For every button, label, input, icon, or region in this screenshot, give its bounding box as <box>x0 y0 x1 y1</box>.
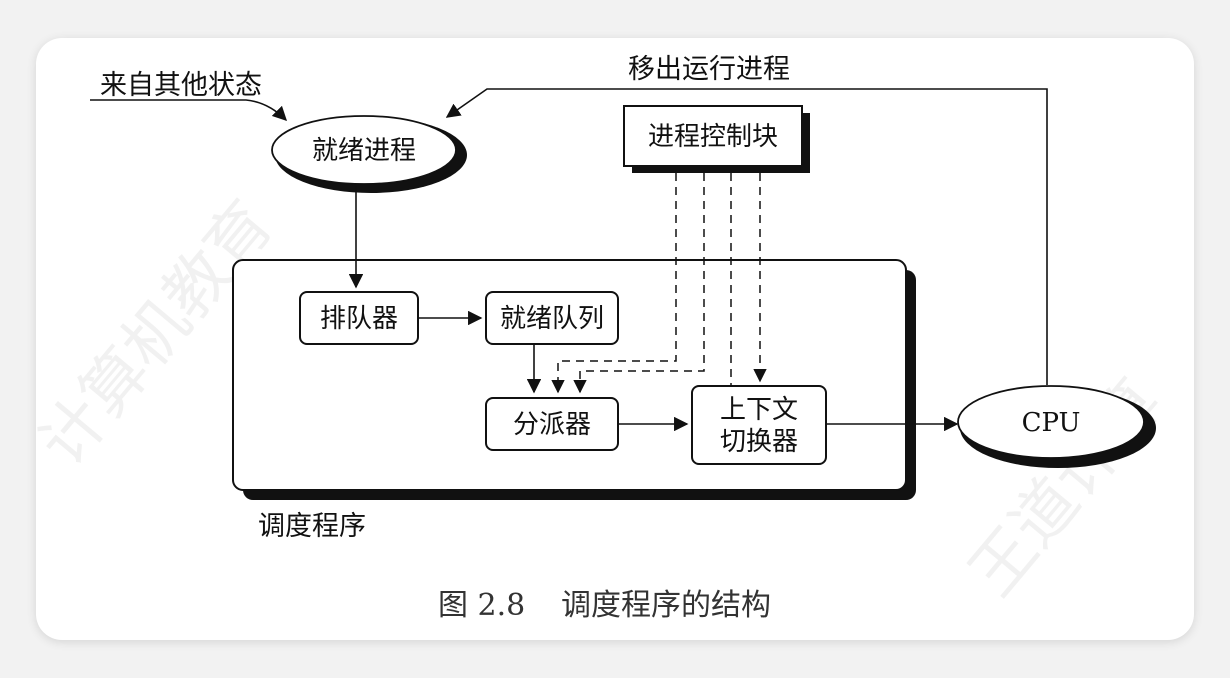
ready-queue-node: 就绪队列 <box>485 291 619 345</box>
move-out-running-label: 移出运行进程 <box>628 54 790 85</box>
queuer-node: 排队器 <box>299 291 419 345</box>
cpu-text: CPU <box>1022 408 1081 438</box>
pcb-to-dispatcher-link-b <box>573 173 705 394</box>
figure-number: 图 2.8 <box>438 588 525 623</box>
figure-title: 调度程序的结构 <box>561 588 771 623</box>
from-other-states-label: 来自其他状态 <box>100 70 262 101</box>
from-other-states-arrow <box>90 99 288 122</box>
cpu-node: CPU <box>957 385 1156 468</box>
move-out-running-arrow <box>445 88 1048 385</box>
ready-queue-text: 就绪队列 <box>500 304 604 334</box>
context-switcher-node: 上下文 切换器 <box>691 385 827 465</box>
dispatcher-text: 分派器 <box>513 410 591 440</box>
pcb-node: 进程控制块 <box>623 105 810 173</box>
pcb-dashed-links <box>551 173 767 394</box>
ready-process-text: 就绪进程 <box>312 136 416 166</box>
dispatcher-node: 分派器 <box>485 397 619 451</box>
scheduler-label: 调度程序 <box>258 511 366 542</box>
context-switcher-text-2: 切换器 <box>720 427 798 457</box>
ready-process-node: 就绪进程 <box>271 115 467 193</box>
queuer-text: 排队器 <box>320 304 398 334</box>
context-switcher-text-1: 上下文 <box>720 395 798 425</box>
pcb-text: 进程控制块 <box>648 122 778 152</box>
